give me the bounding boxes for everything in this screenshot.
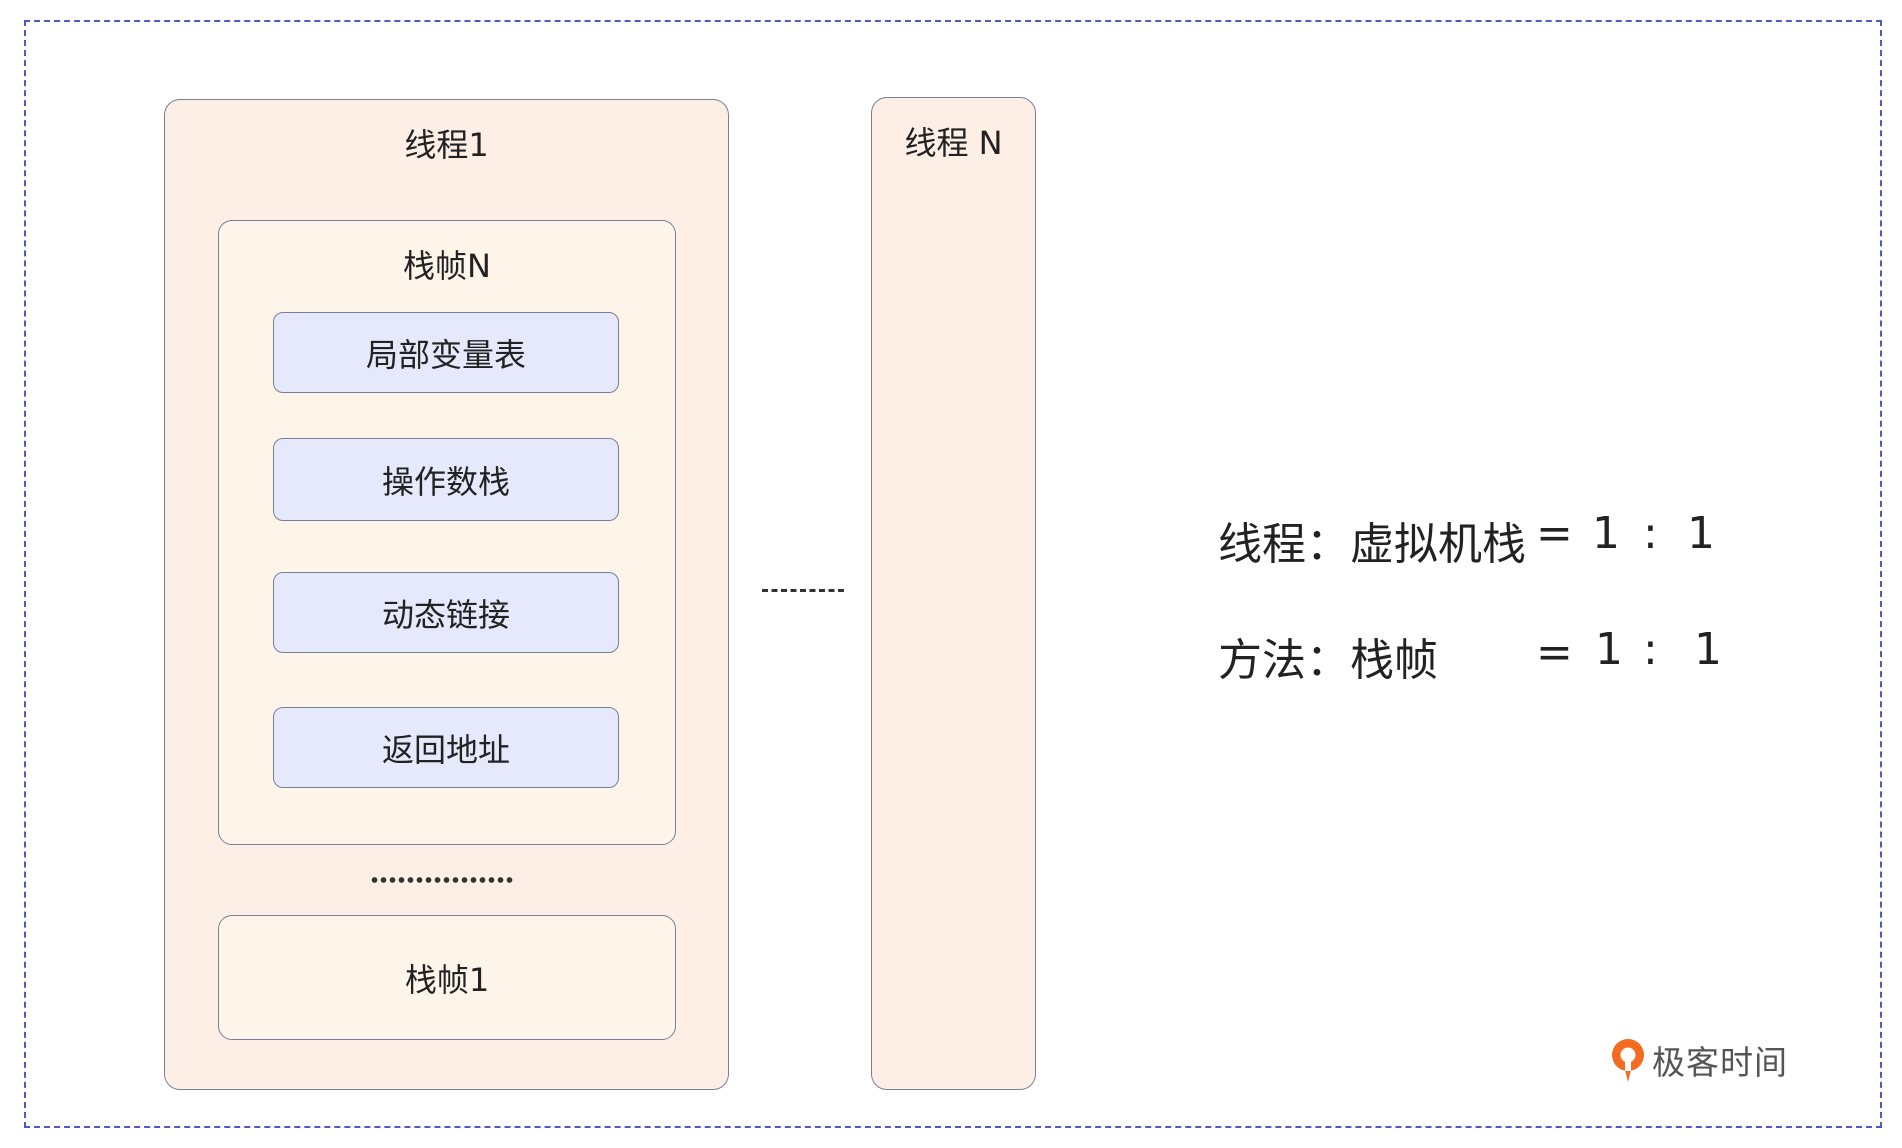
thread-1-title: 线程1 <box>404 126 489 164</box>
formula-1-colon: : <box>1643 508 1658 559</box>
formula-1-eq: = <box>1536 508 1573 559</box>
thread-n-box: 线程 N <box>871 97 1036 1090</box>
stack-frame-n-box: 栈帧N 局部变量表 操作数栈 动态链接 返回地址 <box>218 220 676 845</box>
local-variable-table: 局部变量表 <box>273 312 619 393</box>
stack-frame-1-title: 栈帧1 <box>404 960 490 999</box>
formula-2-colon: : <box>1643 624 1658 675</box>
dotted-separator <box>370 877 514 883</box>
formula-2-a: 1 <box>1595 624 1623 675</box>
stack-frame-n-title: 栈帧N <box>403 247 491 285</box>
formula-1-left: 线程：虚拟机栈 <box>1218 519 1526 570</box>
formula-2-b: 1 <box>1694 624 1722 675</box>
operand-stack: 操作数栈 <box>273 438 619 521</box>
dynamic-linking: 动态链接 <box>273 572 619 653</box>
thread-1-box: 线程1 栈帧N 局部变量表 操作数栈 动态链接 返回地址 栈帧1 <box>164 99 729 1090</box>
diagram-frame <box>24 20 1882 1128</box>
return-address: 返回地址 <box>273 707 619 788</box>
geektime-logo: 极客时间 <box>1608 1036 1788 1084</box>
thread-n-title: 线程 N <box>904 124 1003 162</box>
stack-frame-1-box: 栈帧1 <box>218 915 676 1040</box>
formula-2-eq: = <box>1536 627 1573 678</box>
formula-1-b: 1 <box>1687 508 1715 559</box>
dashed-separator <box>762 589 844 592</box>
formula-2-left: 方法：栈帧 <box>1218 635 1438 686</box>
geektime-logo-icon <box>1612 1039 1644 1082</box>
logo-text: 极客时间 <box>1652 1043 1788 1082</box>
formula-1-a: 1 <box>1592 508 1620 559</box>
